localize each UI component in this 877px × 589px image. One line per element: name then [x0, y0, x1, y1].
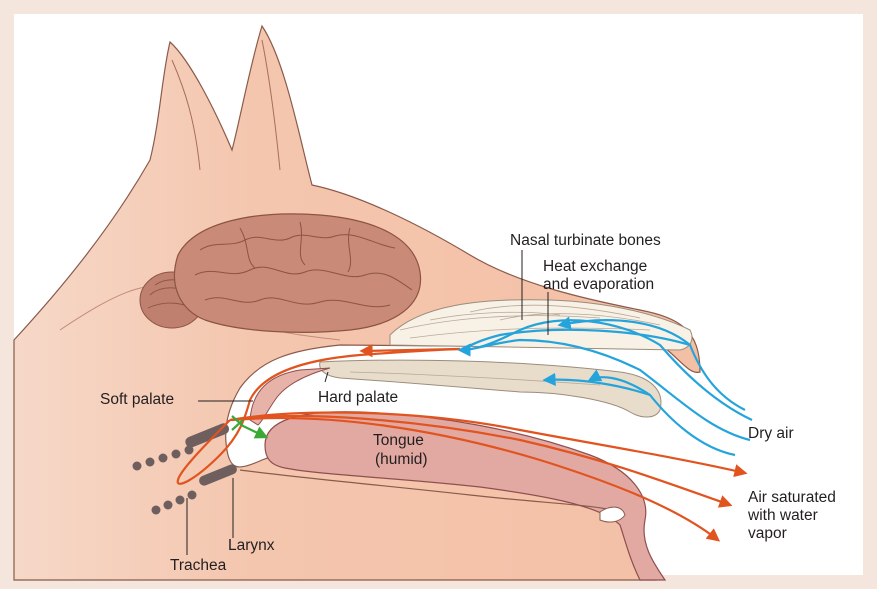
label-tongue: Tongue — [373, 432, 424, 449]
label-dry-air: Dry air — [748, 425, 794, 442]
label-air-saturated-line2: with water — [747, 507, 818, 524]
label-heat-exchange-line2: and evaporation — [543, 276, 654, 293]
label-soft-palate: Soft palate — [100, 391, 174, 408]
label-heat-exchange: Heat exchange — [543, 258, 647, 275]
label-air-saturated-line3: vapor — [748, 525, 787, 542]
label-nasal-turbinate-bones: Nasal turbinate bones — [510, 232, 661, 249]
label-tongue-humid: (humid) — [375, 451, 428, 468]
label-larynx: Larynx — [228, 537, 275, 554]
label-air-saturated: Air saturated — [748, 489, 836, 506]
label-trachea: Trachea — [170, 557, 227, 574]
label-hard-palate: Hard palate — [318, 389, 398, 406]
